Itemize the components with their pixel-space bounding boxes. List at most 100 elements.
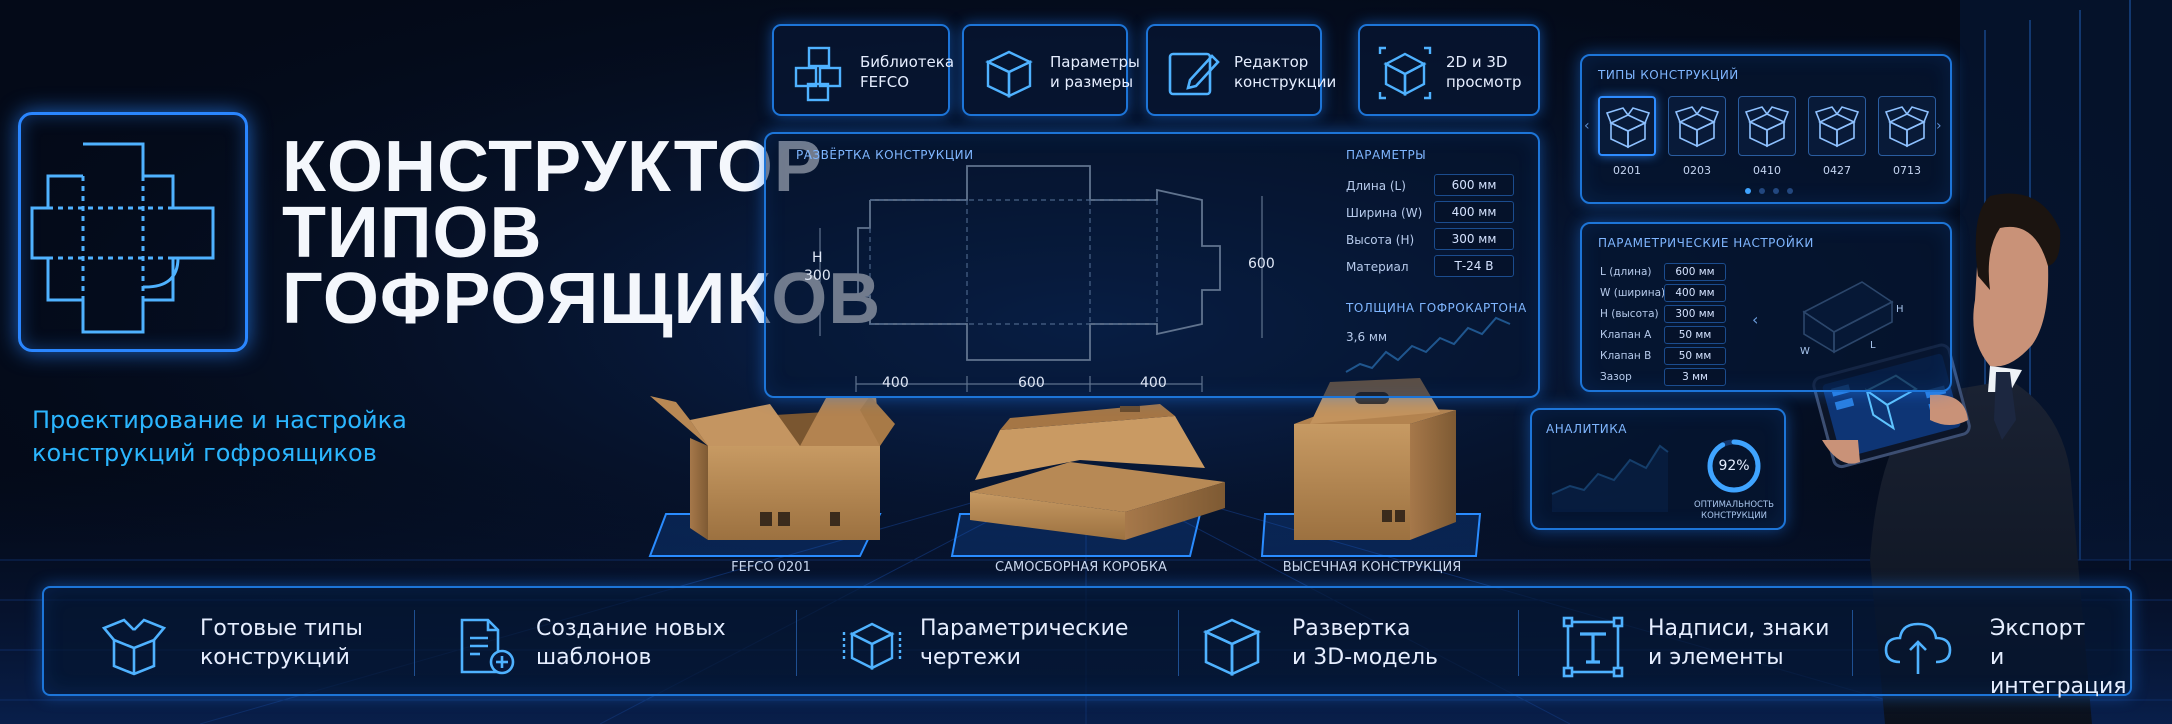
type-card-0203[interactable]: [1668, 96, 1726, 156]
gauge-caption: ОПТИМАЛЬНОСТЬ КОНСТРУКЦИИ: [1693, 500, 1775, 521]
features-bar: Готовые типы конструкций Создание новых …: [42, 586, 2132, 699]
param-value-material[interactable]: Т-24 В: [1434, 255, 1514, 277]
type-card-0201[interactable]: [1598, 96, 1656, 156]
box-type-icon: [1674, 106, 1720, 148]
types-prev-arrow[interactable]: ‹: [1584, 118, 1590, 134]
box-type-icon: [1605, 107, 1651, 149]
feature-label: Готовые типы конструкций: [200, 616, 363, 670]
setting-label-gap: Зазор: [1600, 371, 1632, 383]
tile-construction-editor[interactable]: Редактор конструкции: [1146, 24, 1336, 116]
param-value-width[interactable]: 400 мм: [1434, 201, 1514, 223]
axis-label-w: W: [1800, 346, 1810, 357]
open-box-icon: [101, 618, 167, 676]
param-label-height: Высота (H): [1346, 233, 1415, 247]
dim-total-height: 600: [1248, 256, 1275, 272]
settings-prev-arrow[interactable]: ‹: [1752, 310, 1759, 329]
thickness-title: ТОЛЩИНА ГОФРОКАРТОНА: [1346, 301, 1527, 315]
params-title: ПАРАМЕТРЫ: [1346, 148, 1427, 162]
box-type-icon: [1744, 106, 1790, 148]
param-value-height[interactable]: 300 мм: [1434, 228, 1514, 250]
setting-value-flap-a[interactable]: 50 мм: [1664, 326, 1726, 344]
box-type-icon: [1884, 106, 1930, 148]
box-fefco-0201-image: [650, 396, 895, 540]
tile-label: Библиотека FEFCO: [860, 53, 955, 91]
setting-label-h: H (высота): [1600, 308, 1659, 320]
feature-label: Надписи, знаки и элементы: [1648, 616, 1830, 670]
logo-frame: [18, 112, 248, 352]
param-label-width: Ширина (W): [1346, 206, 1423, 220]
carousel-dot[interactable]: [1773, 188, 1779, 194]
box-label-fefco: FEFCO 0201: [731, 560, 811, 575]
param-settings-panel: ПАРАМЕТРИЧЕСКИЕ НАСТРОЙКИ: [1580, 222, 1952, 392]
carousel-dot[interactable]: [1787, 188, 1793, 194]
tile-fefco-library[interactable]: Библиотека FEFCO: [772, 24, 954, 116]
dim-height: 300: [804, 268, 831, 284]
setting-value-flap-b[interactable]: 50 мм: [1664, 347, 1726, 365]
cube-dimensions-icon: [985, 50, 1033, 98]
analytics-panel: АНАЛИТИКА: [1530, 408, 1786, 530]
box-type-icon: [1814, 106, 1860, 148]
cube-icon: [1202, 618, 1262, 677]
feature-parametric-drawings[interactable]: Параметрические чертежи: [798, 588, 1176, 694]
setting-value-h[interactable]: 300 мм: [1664, 305, 1726, 323]
box-unfold-template-icon: [30, 142, 215, 334]
carousel-dot[interactable]: [1745, 188, 1751, 194]
axis-label-h: H: [1896, 304, 1904, 315]
dim-bottom-3: 400: [1140, 375, 1167, 391]
type-card-0713[interactable]: [1878, 96, 1936, 156]
feature-new-templates[interactable]: Создание новых шаблонов: [416, 588, 794, 694]
feature-ready-types[interactable]: Готовые типы конструкций: [44, 588, 400, 694]
feature-labels-signs[interactable]: Надписи, знаки и элементы: [1520, 588, 1850, 694]
title-line-1: КОНСТРУКТОР: [282, 127, 823, 207]
type-card-0427[interactable]: [1808, 96, 1866, 156]
carousel-dot[interactable]: [1759, 188, 1765, 194]
feature-label: Экспорт и интеграция: [1990, 616, 2127, 699]
text-frame-icon: [1562, 616, 1624, 678]
cube-3d-icon: [1378, 46, 1432, 100]
dim-h-label: H: [812, 250, 823, 266]
tile-label: Параметры и размеры: [1050, 53, 1140, 91]
tile-params-sizes[interactable]: Параметры и размеры: [962, 24, 1140, 116]
feature-export-integration[interactable]: Экспорт и интеграция: [1854, 588, 2130, 699]
cloud-upload-icon: [1884, 622, 1952, 674]
feature-separator: [1518, 610, 1519, 676]
feature-separator: [1852, 610, 1853, 676]
feature-separator: [1178, 610, 1179, 676]
types-next-arrow[interactable]: ›: [1936, 118, 1942, 134]
tile-label: 2D и 3D просмотр: [1446, 53, 1522, 91]
setting-value-w[interactable]: 400 мм: [1664, 284, 1726, 302]
cube-measure-icon: [842, 622, 902, 670]
box-label-self-assembly: САМОСБОРНАЯ КОРОБКА: [995, 560, 1167, 575]
gauge-percent: 92%: [1718, 458, 1750, 474]
box-die-cut-image: [1294, 378, 1456, 540]
tile-label: Редактор конструкции: [1234, 53, 1337, 91]
type-code-label: 0427: [1823, 164, 1851, 177]
feature-separator: [796, 610, 797, 676]
type-card-0410[interactable]: [1738, 96, 1796, 156]
dim-bottom-1: 400: [882, 375, 909, 391]
document-add-icon: [460, 618, 515, 675]
type-code-label: 0410: [1753, 164, 1781, 177]
setting-label-flap-a: Клапан А: [1600, 329, 1652, 341]
setting-label-w: W (ширина): [1600, 287, 1666, 299]
setting-value-gap[interactable]: 3 мм: [1664, 368, 1726, 386]
tile-2d-3d-view[interactable]: 2D и 3D просмотр: [1358, 24, 1540, 116]
param-settings-title: ПАРАМЕТРИЧЕСКИЕ НАСТРОЙКИ: [1598, 236, 1814, 250]
feature-unfold-3d[interactable]: Развертка и 3D-модель: [1180, 588, 1516, 694]
unfold-panel-title: РАЗВЁРТКА КОНСТРУКЦИИ: [796, 148, 974, 162]
param-value-length[interactable]: 600 мм: [1434, 174, 1514, 196]
setting-value-l[interactable]: 600 мм: [1664, 263, 1726, 281]
feature-separator: [414, 610, 415, 676]
thickness-value: 3,6 мм: [1346, 330, 1388, 344]
type-code-label: 0201: [1613, 164, 1641, 177]
analytics-title: АНАЛИТИКА: [1546, 422, 1627, 436]
subtitle: Проектирование и настройка конструкций г…: [32, 406, 407, 467]
types-panel-title: ТИПЫ КОНСТРУКЦИЙ: [1598, 68, 1739, 82]
box-self-assembly-image: [970, 404, 1225, 540]
type-code-label: 0203: [1683, 164, 1711, 177]
setting-label-flap-b: Клапан В: [1600, 350, 1652, 362]
dim-bottom-2: 600: [1018, 375, 1045, 391]
unfold-panel: РАЗВЁРТКА КОНСТРУКЦИИ: [764, 132, 1540, 398]
title-line-2: ТИПОВ: [282, 193, 543, 273]
edit-pencil-icon: [1168, 52, 1220, 96]
